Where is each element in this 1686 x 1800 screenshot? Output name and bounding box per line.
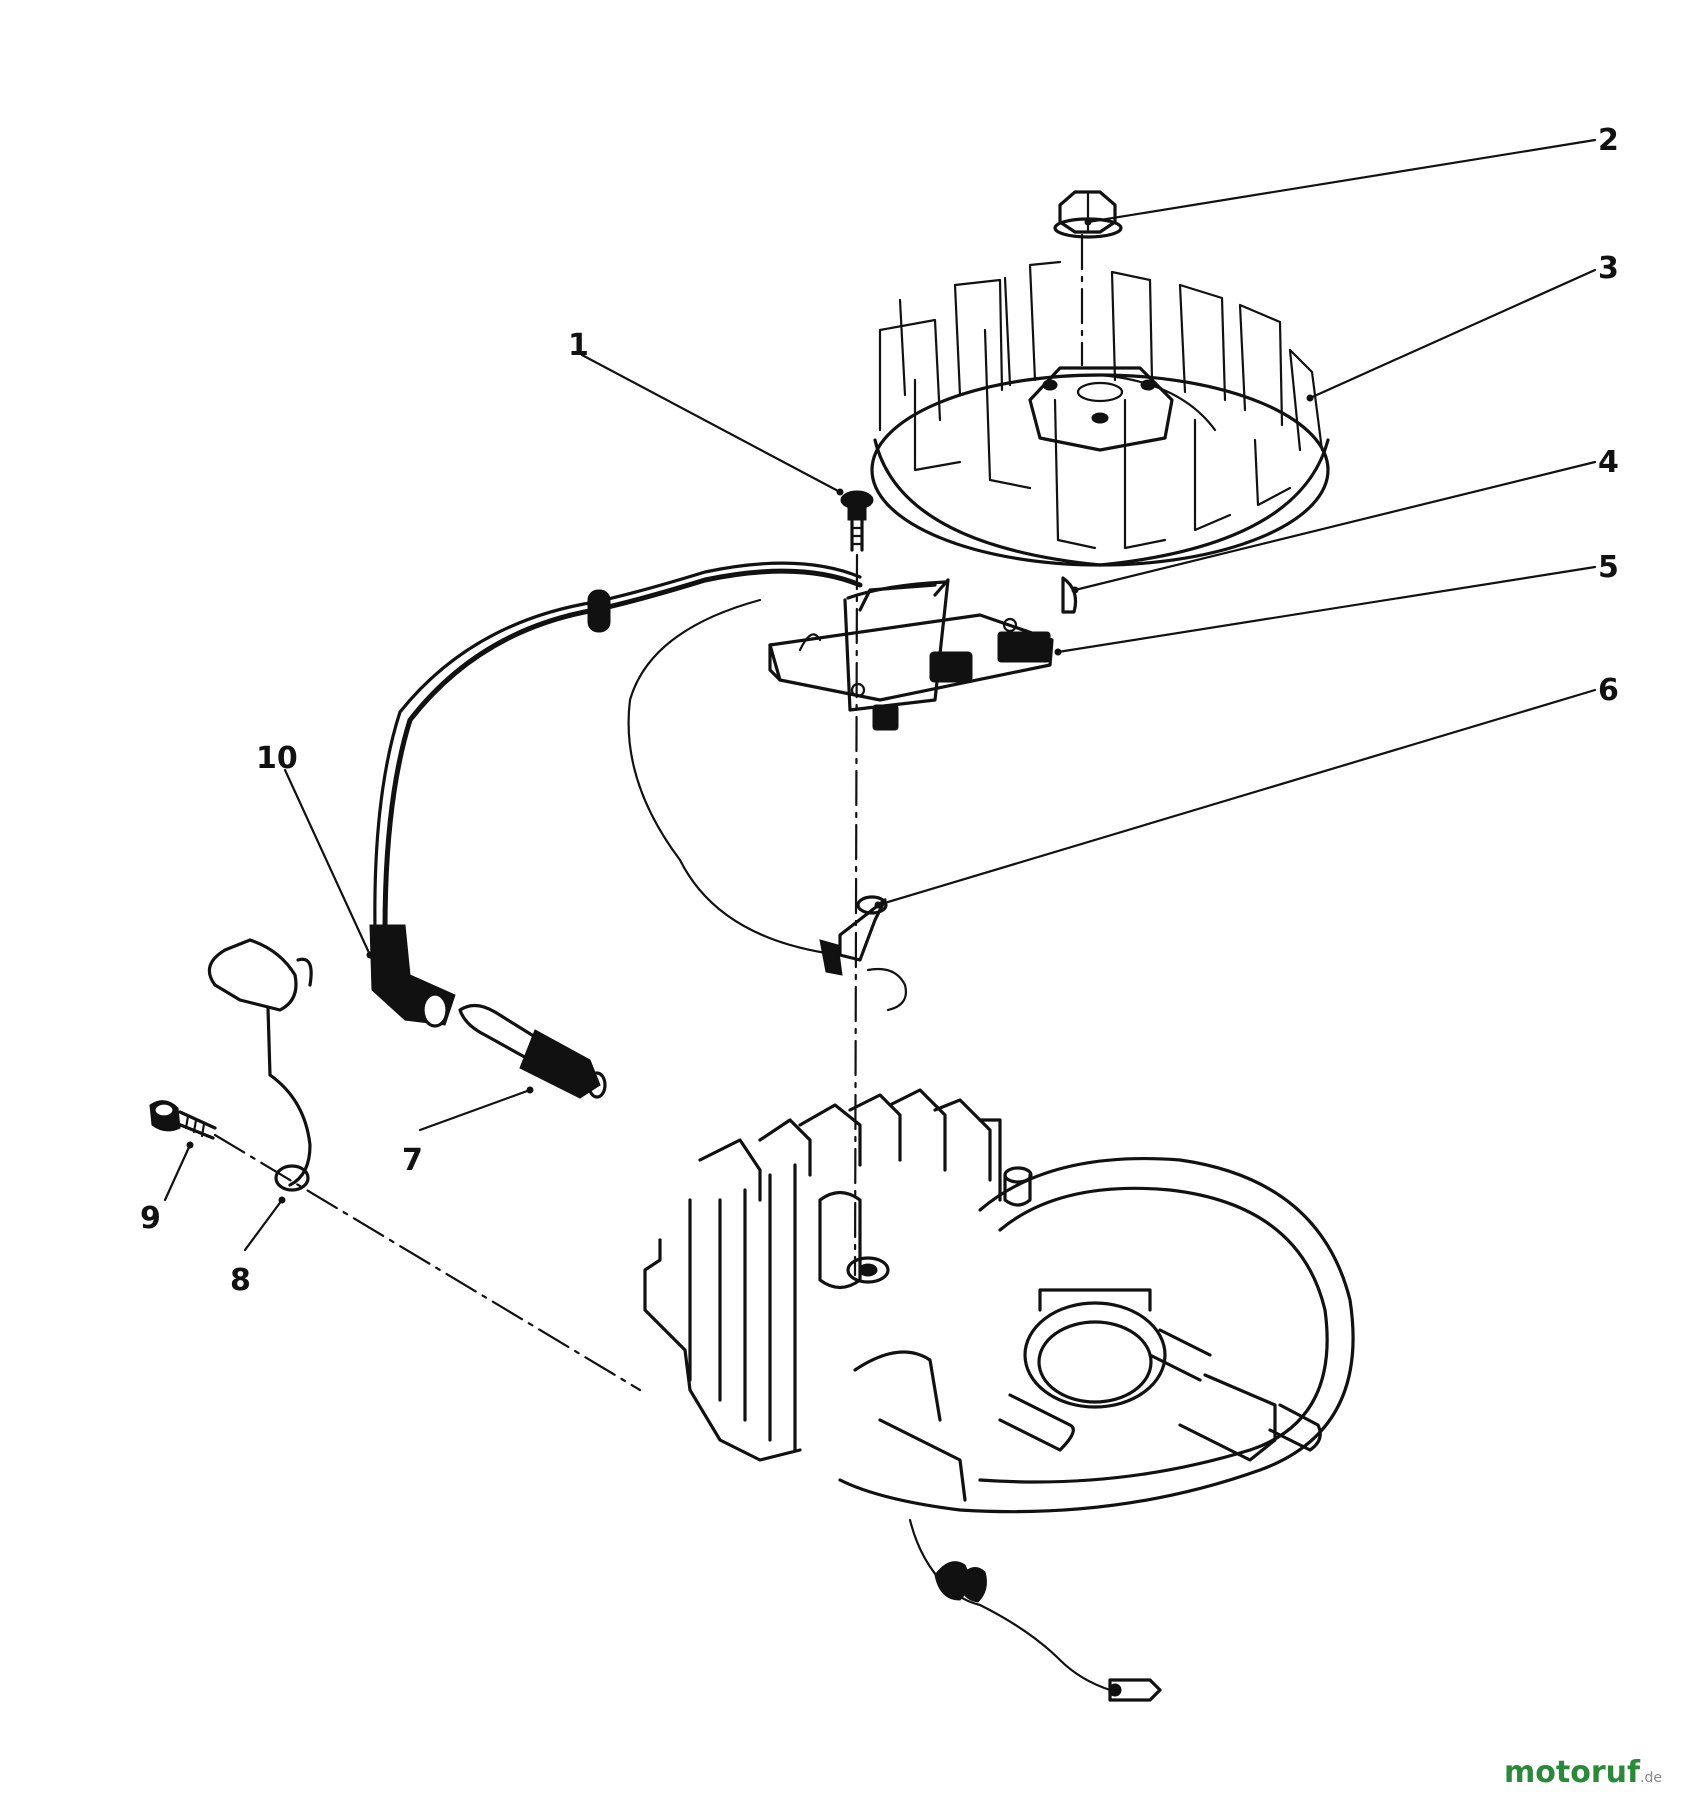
callout-1: 1 — [568, 328, 589, 363]
callout-4: 4 — [1598, 445, 1619, 480]
callout-2: 2 — [1598, 123, 1619, 158]
watermark-main: motoruf — [1504, 1755, 1641, 1790]
callout-7: 7 — [402, 1143, 423, 1178]
spark-plug-boot — [369, 924, 456, 1028]
callout-10: 10 — [256, 741, 298, 776]
watermark-tld: .de — [1640, 1770, 1662, 1786]
callout-9: 9 — [140, 1201, 161, 1236]
spark-plug-wire — [373, 561, 863, 933]
flywheel-key — [1061, 576, 1078, 614]
flywheel — [870, 260, 1330, 567]
watermark-logo: motoruf.de — [1504, 1755, 1662, 1790]
spark-plug — [458, 1003, 607, 1099]
ignition-module — [768, 578, 1054, 731]
wire-guide — [207, 938, 313, 1192]
callout-3: 3 — [1598, 251, 1619, 286]
ground-wire — [627, 598, 907, 1012]
callout-5: 5 — [1598, 550, 1619, 585]
flywheel-nut — [1053, 190, 1123, 239]
callouts: 1 2 3 4 5 6 7 8 9 10 — [140, 123, 1619, 1298]
engine-block — [643, 1088, 1355, 1702]
wire-guide-bolt — [149, 1100, 217, 1140]
assembly-lines — [213, 233, 1084, 1392]
callout-6: 6 — [1598, 673, 1619, 708]
callout-8: 8 — [230, 1263, 251, 1298]
ignition-screw — [840, 490, 874, 552]
